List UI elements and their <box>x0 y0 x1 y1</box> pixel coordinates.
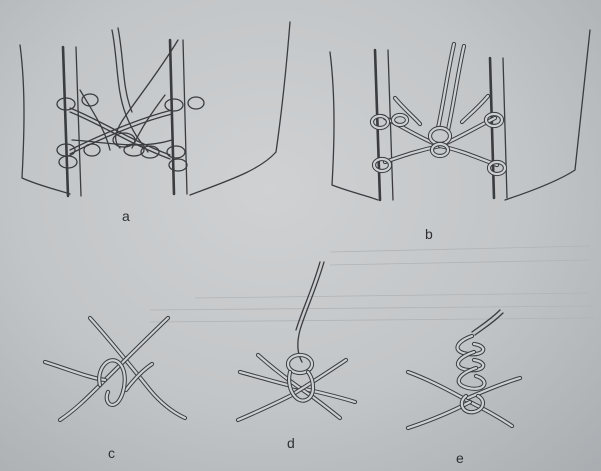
panel-c-knot <box>42 315 188 423</box>
panel-b-label: b <box>425 226 433 242</box>
panel-e-label: e <box>456 450 464 466</box>
panel-a-label: a <box>122 208 130 224</box>
panel-a-post-right <box>168 38 176 196</box>
panel-a-illustration <box>19 21 291 198</box>
panel-b-illustration <box>329 29 591 202</box>
panel-c-label: c <box>108 445 115 461</box>
panel-b-wall-right <box>504 29 591 201</box>
bleed-through-text <box>149 245 596 323</box>
panel-a-wall-left <box>19 44 71 195</box>
panel-a-post-left <box>61 45 70 198</box>
panel-a-wall-right <box>189 21 291 196</box>
panel-d-knot <box>235 261 358 423</box>
panel-e-knot <box>405 309 523 431</box>
panel-b-wall-left <box>329 51 379 201</box>
panel-b-post-left <box>373 48 382 202</box>
panel-d-label: d <box>287 435 295 451</box>
